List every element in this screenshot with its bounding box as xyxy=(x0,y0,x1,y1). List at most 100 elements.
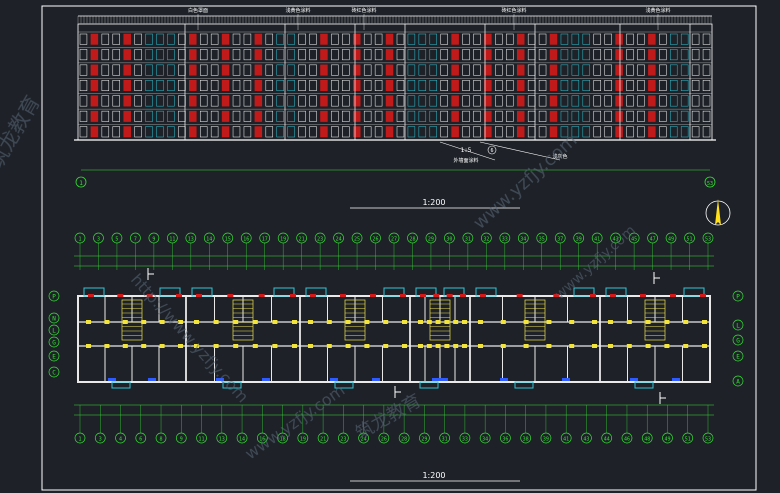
axis-label-top: 14 xyxy=(206,237,212,243)
axis-label-right: G xyxy=(736,338,740,345)
elevation-tag: 白色罩面 xyxy=(188,7,208,14)
axis-bubble-right xyxy=(732,350,744,362)
axis-label-bottom: 11 xyxy=(199,437,205,443)
axis-label-top: 53 xyxy=(705,237,711,243)
axis-label-top: 9 xyxy=(152,237,155,243)
axis-label-top: 41 xyxy=(594,237,600,243)
axis-label-top: 31 xyxy=(465,237,471,243)
axis-label-bottom: 23 xyxy=(340,437,346,443)
floor-plan xyxy=(77,268,711,404)
plan-scale-title: 1:200 xyxy=(422,471,445,480)
axis-label-top: 25 xyxy=(354,237,360,243)
axis-label-top: 1 xyxy=(78,237,81,243)
axis-label-right: L xyxy=(736,323,740,330)
axis-label-bottom: 28 xyxy=(401,437,407,443)
axis-label-top: 35 xyxy=(539,237,545,243)
axis-label-right: E xyxy=(736,354,740,361)
svg-text:1: 1 xyxy=(79,180,83,187)
axis-label-bottom: 19 xyxy=(300,437,306,443)
elevation-scale-title: 1:200 xyxy=(422,198,445,207)
axis-label-top: 51 xyxy=(687,237,693,243)
axis-label-top: 23 xyxy=(317,237,323,243)
elevation-material-tags: 白色罩面 浅黄色涂料 砖红色涂料 砖红色涂料 浅黄色涂料 xyxy=(188,7,671,30)
svg-text:6: 6 xyxy=(490,148,493,154)
axis-label-left: P xyxy=(52,294,56,301)
axis-label-bottom: 33 xyxy=(462,437,468,443)
axis-label-bottom: 34 xyxy=(482,437,488,443)
svg-text:1:5: 1:5 xyxy=(461,147,472,154)
axis-label-bottom: 8 xyxy=(160,437,163,443)
axis-label-top: 32 xyxy=(483,237,489,243)
axis-label-bottom: 41 xyxy=(563,437,569,443)
axis-bubble-right xyxy=(732,319,744,331)
elevation-axis-left: 1 xyxy=(75,176,87,188)
north-arrow-icon xyxy=(705,199,731,226)
svg-text:浅灰色: 浅灰色 xyxy=(552,153,567,160)
axis-label-left: L xyxy=(52,328,56,335)
svg-text:外墙面涂料: 外墙面涂料 xyxy=(453,157,478,164)
axis-label-bottom: 3 xyxy=(99,437,102,443)
axis-label-top: 11 xyxy=(169,237,175,243)
axis-bubble-right xyxy=(732,290,744,302)
axis-label-top: 28 xyxy=(409,237,415,243)
axis-label-top: 21 xyxy=(299,237,305,243)
svg-text:53: 53 xyxy=(707,181,713,187)
axis-label-left: E xyxy=(52,354,56,361)
axis-label-bottom: 46 xyxy=(624,437,630,443)
axis-label-top: 45 xyxy=(631,237,637,243)
building-elevation xyxy=(74,15,716,141)
axis-label-top: 43 xyxy=(613,237,619,243)
axis-label-top: 15 xyxy=(225,237,231,243)
elevation-tag: 砖红色涂料 xyxy=(351,7,376,14)
axis-label-top: 17 xyxy=(262,237,268,243)
axis-label-bottom: 51 xyxy=(685,437,691,443)
axis-label-bottom: 21 xyxy=(320,437,326,443)
axis-label-top: 37 xyxy=(557,237,563,243)
axis-bubble-left xyxy=(48,336,60,348)
axis-label-bottom: 53 xyxy=(705,437,711,443)
axis-label-bottom: 31 xyxy=(442,437,448,443)
axis-label-top: 5 xyxy=(115,237,118,243)
elevation-tag: 砖红色涂料 xyxy=(501,7,526,14)
axis-bubble-right xyxy=(732,334,744,346)
axis-label-bottom: 43 xyxy=(583,437,589,443)
axis-label-right: A xyxy=(736,379,740,386)
axis-label-bottom: 24 xyxy=(361,437,367,443)
axis-label-bottom: 26 xyxy=(381,437,387,443)
axis-bubble-left xyxy=(48,324,60,336)
axis-label-left: N xyxy=(52,316,56,323)
axis-label-left: C xyxy=(52,370,56,377)
axis-label-bottom: 13 xyxy=(219,437,225,443)
axis-label-bottom: 9 xyxy=(180,437,183,443)
axis-label-top: 24 xyxy=(336,237,342,243)
elevation-axis-right: 53 xyxy=(704,176,716,188)
axis-label-bottom: 44 xyxy=(604,437,610,443)
axis-label-top: 26 xyxy=(373,237,379,243)
axis-bubble-left xyxy=(48,312,60,324)
axis-label-top: 3 xyxy=(97,237,100,243)
axis-label-bottom: 6 xyxy=(139,437,142,443)
axis-label-top: 27 xyxy=(391,237,397,243)
axis-bubble-left xyxy=(48,366,60,378)
axis-label-bottom: 1 xyxy=(78,437,81,443)
elevation-tag: 浅黄色涂料 xyxy=(285,7,310,14)
axis-label-top: 49 xyxy=(668,237,674,243)
axis-label-bottom: 4 xyxy=(119,437,122,443)
axis-label-bottom: 36 xyxy=(502,437,508,443)
axis-label-bottom: 38 xyxy=(523,437,529,443)
axis-label-left: G xyxy=(52,340,56,347)
axis-label-top: 30 xyxy=(446,237,452,243)
axis-label-bottom: 48 xyxy=(644,437,650,443)
axis-label-bottom: 18 xyxy=(280,437,286,443)
axis-label-right: P xyxy=(736,294,740,301)
axis-bubble-left xyxy=(48,290,60,302)
axis-label-top: 16 xyxy=(243,237,249,243)
axis-label-bottom: 14 xyxy=(239,437,245,443)
axis-label-top: 29 xyxy=(428,237,434,243)
drawing-border xyxy=(41,5,757,491)
axis-label-bottom: 39 xyxy=(543,437,549,443)
axis-label-top: 39 xyxy=(576,237,582,243)
elevation-tag: 浅黄色涂料 xyxy=(645,7,670,14)
